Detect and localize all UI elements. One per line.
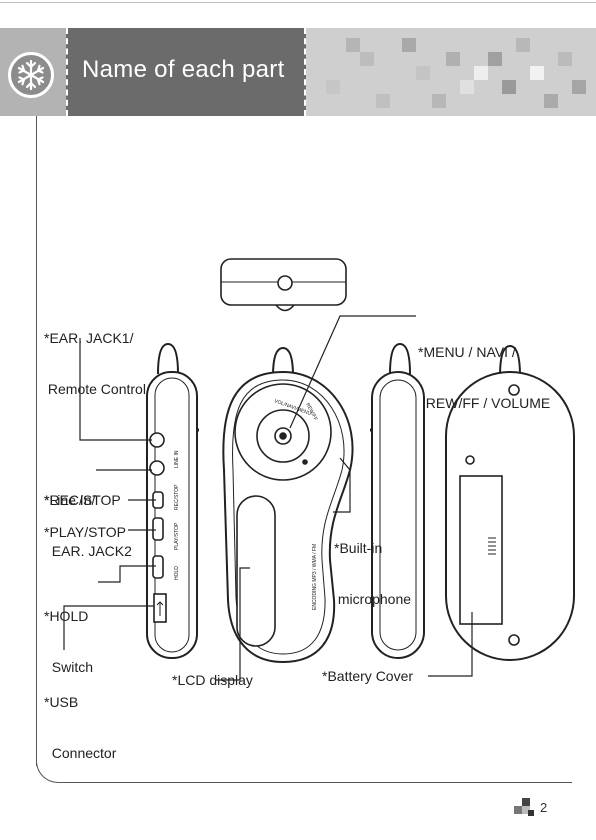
label-lcd-display: *LCD display <box>172 672 253 688</box>
label-rec-stop: *REC/STOP <box>44 492 121 508</box>
section-header <box>0 28 596 116</box>
front-device <box>222 346 354 664</box>
header-mosaic-panel <box>306 28 596 116</box>
page-marker-icon <box>514 798 534 816</box>
side-play-label: PLAY/STOP <box>174 522 180 550</box>
front-brand-label: ENCODING MP3 / WMA / FM <box>312 544 318 610</box>
snowflake-icon <box>8 52 54 98</box>
page-frame <box>62 782 572 783</box>
top-view-device <box>220 258 347 312</box>
label-play-stop: *PLAY/STOP <box>44 524 126 540</box>
header-title-panel <box>66 28 306 116</box>
top-rule <box>0 2 596 3</box>
right-side-device <box>370 342 425 659</box>
header-divider <box>66 28 68 116</box>
header-divider <box>304 28 306 116</box>
page-number: 2 <box>540 800 548 815</box>
label-ear-jack1: *EAR. JACK1/ Remote Control <box>44 330 146 397</box>
label-line-in: *Line In/ EAR. JACK2 <box>44 492 132 559</box>
side-hold-label: HOLD <box>174 566 180 580</box>
label-built-in-mic: *Built-in microphone <box>334 540 412 607</box>
left-side-device <box>146 342 199 659</box>
side-line-in-label: LINE IN <box>174 450 180 468</box>
label-usb-connector: *USB Connector <box>44 694 117 761</box>
page-title: Name of each part <box>82 56 285 83</box>
side-rec-label: REC/STOP <box>174 484 180 510</box>
back-device <box>445 344 575 661</box>
label-menu-navi: *MENU / NAVI / REW/FF / VOLUME <box>418 344 551 411</box>
label-battery-cover: *Battery Cover <box>322 668 414 684</box>
label-hold-switch: *HOLD Switch <box>44 608 94 675</box>
page-frame <box>36 116 37 766</box>
